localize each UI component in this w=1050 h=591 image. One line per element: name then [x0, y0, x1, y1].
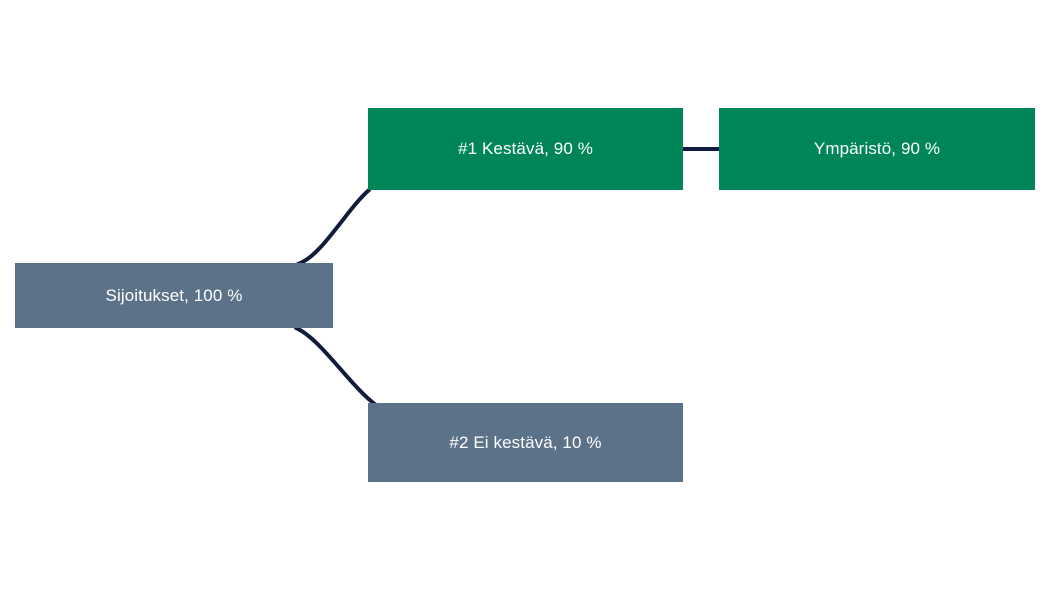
edge-root-to-eikestava: [294, 326, 378, 407]
node-sijoitukset[interactable]: Sijoitukset, 100 %: [15, 263, 333, 328]
node-ymparisto[interactable]: Ympäristö, 90 %: [719, 108, 1035, 190]
node-ei-kestava-label: #2 Ei kestävä, 10 %: [449, 432, 602, 452]
edge-root-to-kestava: [296, 188, 371, 266]
node-ei-kestava[interactable]: #2 Ei kestävä, 10 %: [368, 403, 683, 482]
node-sijoitukset-label: Sijoitukset, 100 %: [105, 285, 243, 305]
node-ymparisto-label: Ympäristö, 90 %: [813, 139, 941, 159]
node-kestava-label: #1 Kestävä, 90 %: [458, 139, 593, 159]
node-kestava[interactable]: #1 Kestävä, 90 %: [368, 108, 683, 190]
